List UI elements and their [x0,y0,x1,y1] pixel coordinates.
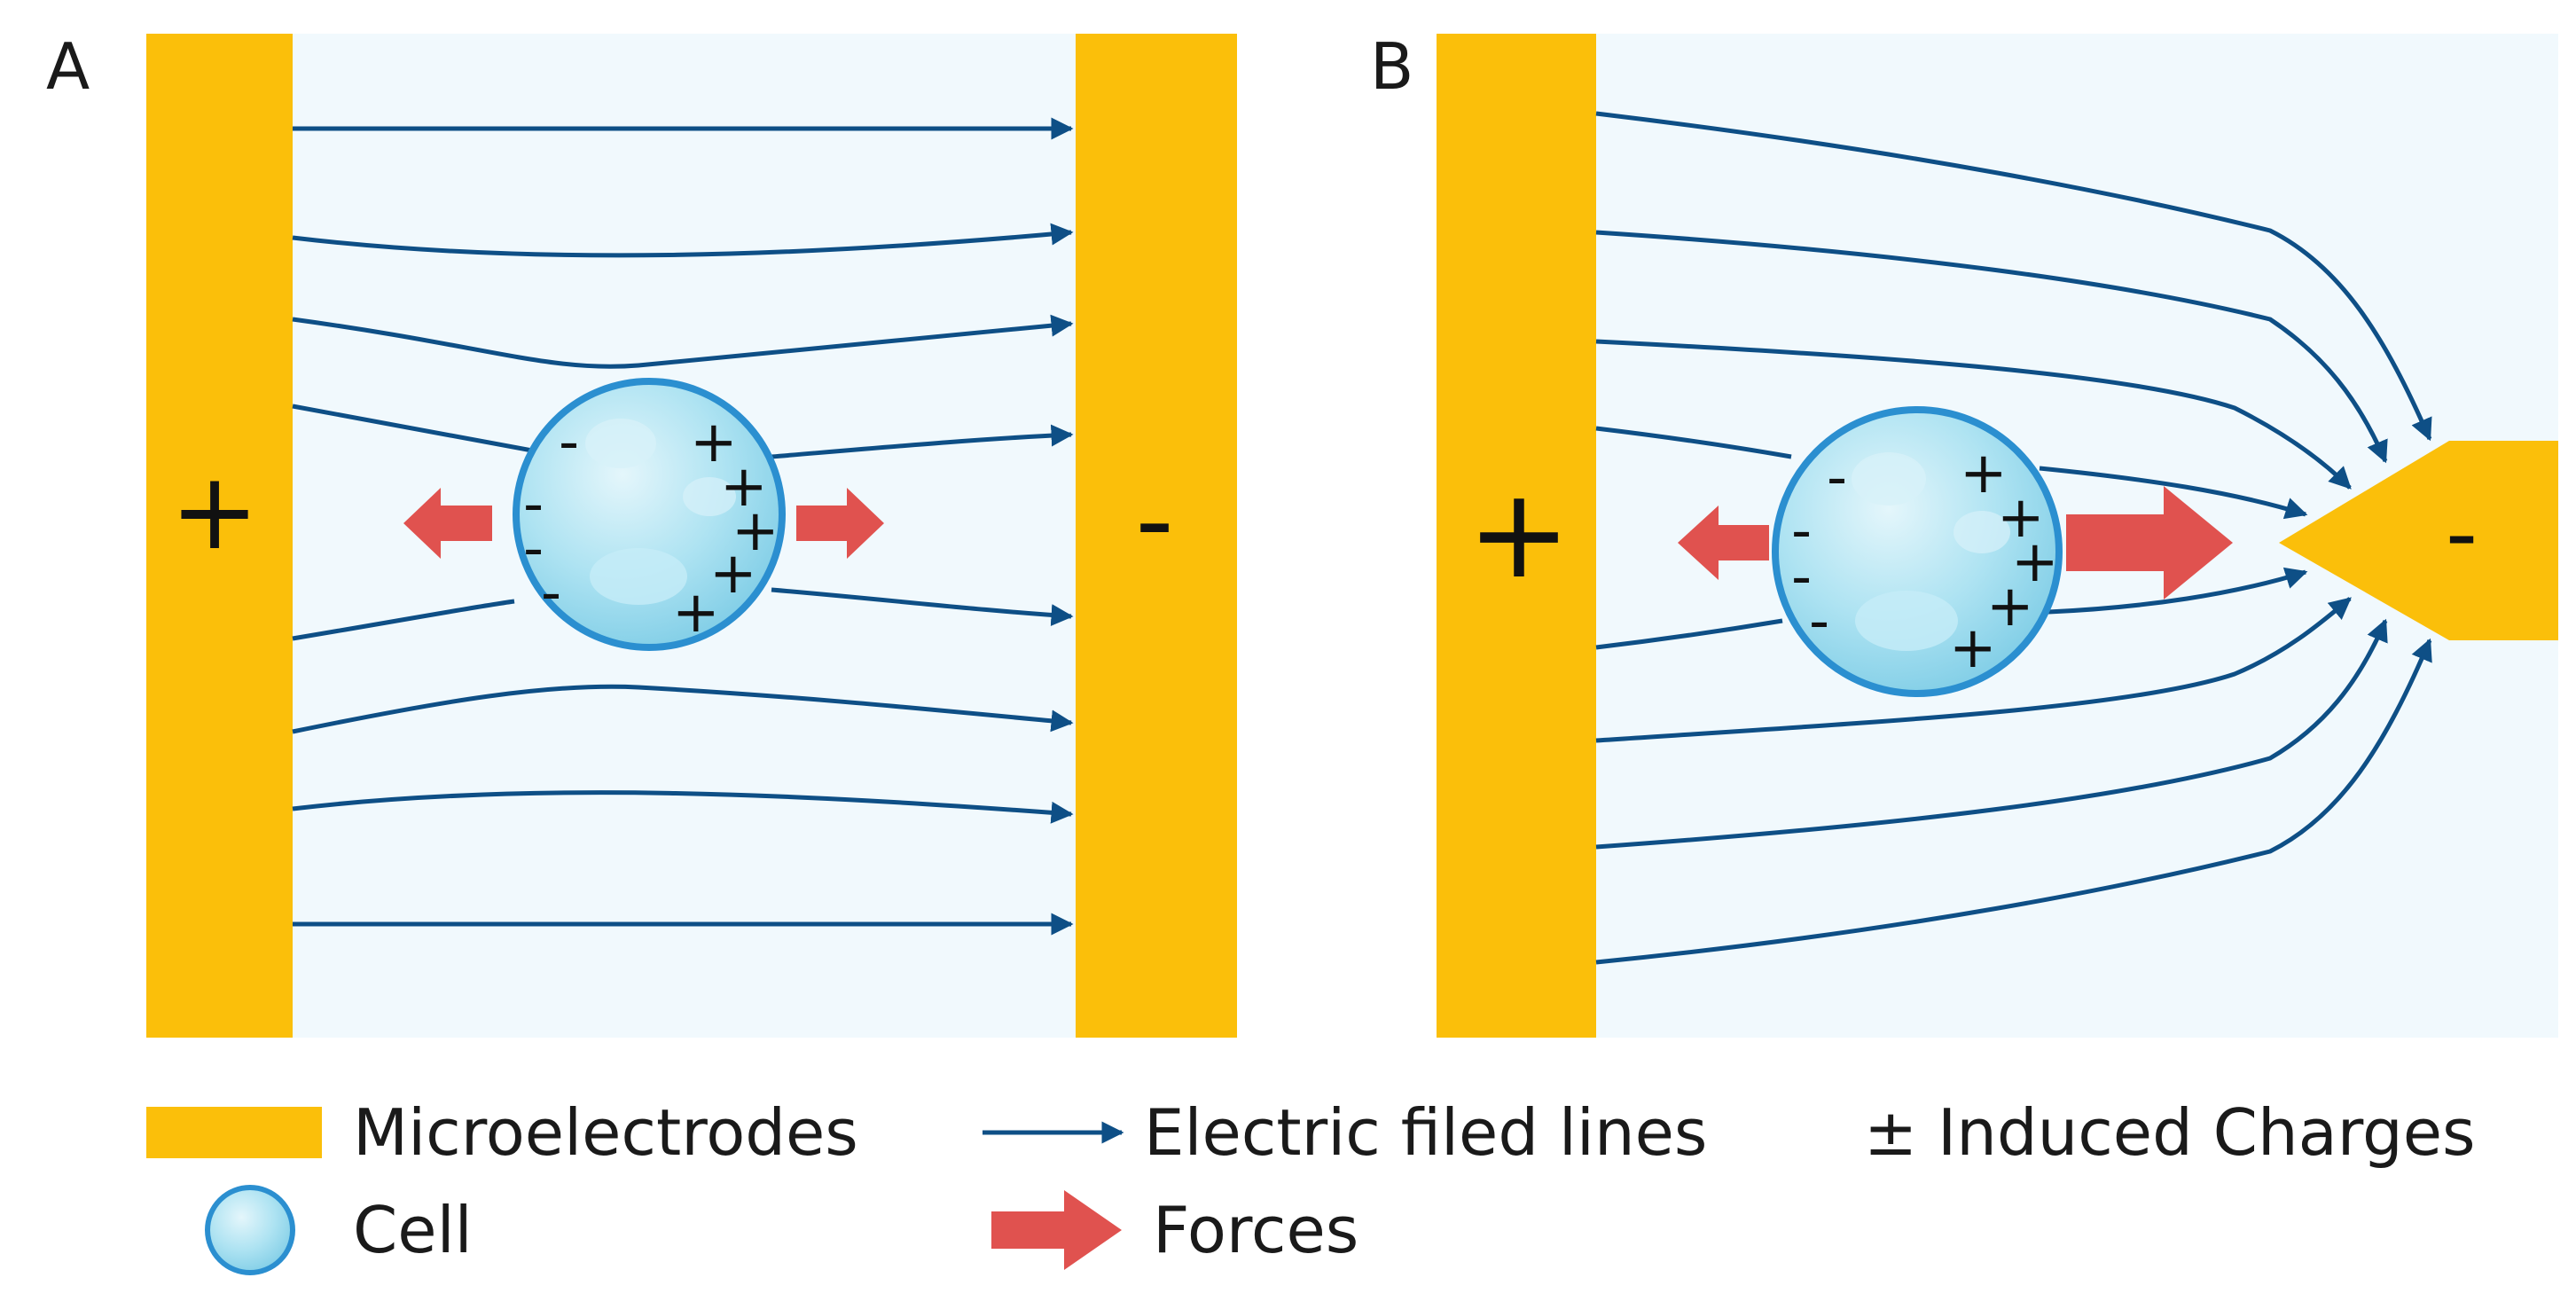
negative-charge: - [541,560,561,626]
panel-a-cell [513,378,786,651]
legend-cell-icon [205,1185,295,1275]
cell-texture [590,548,687,605]
positive-charge: + [720,454,768,520]
panel-b-negative-tip-electrode [2279,441,2558,640]
legend-charges-symbol: ± [1864,1095,1917,1170]
cell-texture [683,477,736,516]
panel-b: B + - - - - - + + + [1370,29,2558,1038]
panel-a-positive-electrode [146,34,293,1038]
panel-a-force-left [403,488,492,559]
legend-field-lines-label: Electric filed lines [1144,1095,1707,1170]
field-line [1595,339,2352,490]
panel-a-cell-charges: - - - - + + + + + [523,410,779,646]
field-line [1595,572,2306,650]
negative-charge: - [1791,545,1812,610]
positive-charge: + [1997,485,2045,551]
cell-texture [1855,591,1958,651]
panel-a-label: A [46,29,90,104]
legend-charges-label: Induced Charges [1938,1095,2476,1170]
legend-forces-label: Forces [1153,1193,1358,1267]
negative-charge: - [1791,498,1812,564]
panel-b-positive-sign: + [1467,462,1570,607]
panel-b-positive-electrode [1437,34,1596,1038]
negative-charge: - [523,472,544,537]
cell-texture [1852,452,1926,506]
positive-charge: + [709,541,757,607]
panel-a-negative-electrode [1076,34,1237,1038]
positive-charge: + [732,498,779,564]
legend-force-swatch [991,1190,1122,1270]
panel-b-negative-sign: - [2446,482,2478,585]
negative-charge: - [1809,589,1829,654]
cell-body [1772,406,2063,697]
cell-texture [585,419,656,468]
positive-charge: + [1986,574,2034,639]
negative-charge: - [1827,445,1847,511]
field-line [1595,230,2388,464]
field-line [292,404,1071,459]
field-line [292,587,1071,641]
negative-charge: - [559,410,579,475]
field-line [292,684,1074,734]
panel-b-cell-charges: - - - - + + + + + [1791,441,2059,681]
positive-charge: + [672,580,720,646]
cell-texture [1954,511,2010,553]
positive-charge: + [1960,441,2008,506]
field-line [1595,618,2388,850]
positive-charge: + [690,410,738,475]
field-line [1595,111,2432,442]
legend-microelectrodes-swatch [146,1107,322,1158]
legend-microelectrodes-label: Microelectrodes [353,1095,858,1170]
negative-charge: - [523,516,544,582]
panel-a: A + - - - - - + + + [46,29,1237,1038]
panel-b-label: B [1370,29,1413,104]
field-line [1595,426,2306,514]
field-line [1595,638,2432,965]
legend: Microelectrodes Electric filed lines ± I… [146,1095,2476,1275]
panel-b-force-left-small [1678,506,1769,580]
panel-a-positive-sign: + [170,451,260,574]
field-line [292,314,1074,369]
panel-b-field-lines [1595,111,2432,965]
panel-a-field-lines [292,117,1074,936]
panel-b-force-right-large [2066,486,2233,600]
cell-body [513,378,786,651]
field-line [292,223,1074,258]
panel-b-cell [1772,406,2063,697]
legend-cell-label: Cell [353,1193,473,1267]
field-line [292,790,1074,824]
field-line [1595,597,2352,743]
panel-a-force-right [796,488,884,559]
positive-charge: + [1949,615,1997,681]
panel-a-negative-sign: - [1135,459,1173,583]
positive-charge: + [2011,529,2059,595]
